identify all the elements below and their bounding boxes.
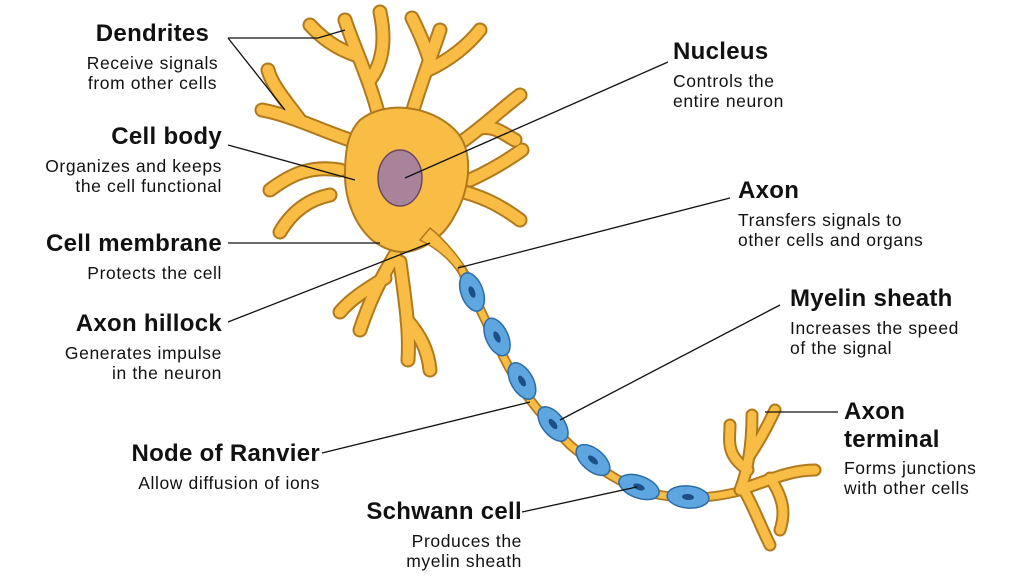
- node-of-ranvier-desc: Allow diffusion of ions: [60, 473, 320, 493]
- schwann-cell-title: Schwann cell: [366, 498, 522, 525]
- schwann-cell-desc-line: Produces the: [411, 530, 522, 551]
- label-cell-membrane: Cell membrane Protects the cell: [0, 230, 222, 283]
- label-axon-hillock: Axon hillock Generates impulse in the ne…: [0, 310, 222, 383]
- myelin-sheath: [458, 272, 710, 509]
- cell-body-desc: Organizes and keeps the cell functional: [0, 156, 222, 196]
- dendrites: [254, 4, 530, 378]
- cell-membrane-desc-line: Protects the cell: [87, 262, 222, 283]
- axon-hillock-title: Axon hillock: [75, 310, 222, 337]
- axon-terminal-title-line: terminal: [844, 425, 940, 453]
- myelin-sheath-title: Myelin sheath: [790, 285, 953, 312]
- axon-hillock-desc-line: Generates impulse: [64, 342, 222, 363]
- axon-desc-line: other cells and organs: [738, 229, 924, 250]
- axon-terminal-desc-line: Forms junctions: [844, 458, 977, 479]
- schwann-cell: [458, 272, 486, 312]
- cell-body-desc-line: Organizes and keeps: [45, 155, 222, 176]
- leader-myelin: [559, 304, 781, 421]
- axon-title: Axon: [738, 177, 800, 204]
- schwann-cell: [618, 473, 660, 501]
- label-axon: Axon Transfers signals to other cells an…: [738, 177, 1008, 250]
- leader-node: [321, 401, 531, 454]
- axon-desc: Transfers signals to other cells and org…: [738, 210, 1008, 250]
- cell-membrane-title: Cell membrane: [46, 230, 222, 257]
- leader-lines: [227, 29, 838, 513]
- label-dendrites: Dendrites Receive signals from other cel…: [50, 20, 255, 93]
- label-cell-body: Cell body Organizes and keeps the cell f…: [0, 123, 222, 196]
- leader-axon: [457, 197, 731, 269]
- axon-terminal-desc-line: with other cells: [844, 478, 970, 499]
- dendrites-desc-line: from other cells: [87, 72, 218, 93]
- cell-body-title: Cell body: [111, 123, 222, 150]
- myelin-sheath-desc-line: of the signal: [790, 337, 893, 358]
- schwann-cell: [575, 443, 611, 477]
- leader-nucleus: [404, 61, 669, 179]
- dendrites-title: Dendrites: [95, 20, 210, 47]
- nucleus-title: Nucleus: [673, 38, 769, 65]
- axon-desc-line: Transfers signals to: [738, 209, 903, 230]
- node-of-ranvier-desc-line: Allow diffusion of ions: [138, 472, 320, 493]
- label-axon-terminal: Axon terminal Forms junctions with other…: [844, 398, 1014, 498]
- leader-axon-hillock: [227, 242, 431, 323]
- schwann-cell-desc: Produces the myelin sheath: [300, 531, 522, 571]
- nucleus-desc: Controls the entire neuron: [673, 71, 893, 111]
- schwann-cell: [507, 362, 537, 400]
- leader-dendrites-2: [227, 37, 286, 111]
- schwann-cell: [537, 406, 569, 442]
- axon-hillock-desc: Generates impulse in the neuron: [0, 343, 222, 383]
- label-schwann-cell: Schwann cell Produces the myelin sheath: [300, 498, 522, 571]
- cell-body-desc-line: the cell functional: [75, 175, 222, 196]
- nucleus-shape: [377, 149, 423, 207]
- leader-schwann: [521, 486, 638, 513]
- leader-cell-body: [227, 144, 356, 181]
- node-of-ranvier-title: Node of Ranvier: [131, 440, 320, 467]
- label-nucleus: Nucleus Controls the entire neuron: [673, 38, 893, 111]
- dendrites-desc: Receive signals from other cells: [50, 53, 255, 93]
- leader-dendrites: [228, 29, 346, 39]
- axon-terminal-desc: Forms junctions with other cells: [844, 458, 1014, 498]
- nucleus-desc-line: entire neuron: [673, 90, 784, 111]
- myelin-sheath-desc-line: Increases the speed: [790, 317, 960, 338]
- axon-terminal: [723, 403, 822, 552]
- nucleus-desc-line: Controls the: [673, 70, 775, 91]
- axon-hillock-desc-line: in the neuron: [112, 362, 222, 383]
- schwann-cell: [483, 317, 511, 357]
- dendrites-desc-line: Receive signals: [86, 52, 219, 73]
- label-myelin-sheath: Myelin sheath Increases the speed of the…: [790, 285, 1012, 358]
- schwann-cell: [666, 485, 710, 509]
- cell-membrane-desc: Protects the cell: [0, 263, 222, 283]
- label-node-of-ranvier: Node of Ranvier Allow diffusion of ions: [60, 440, 320, 493]
- schwann-cell-desc-line: myelin sheath: [406, 550, 522, 571]
- axon-terminal-title-line: Axon: [844, 398, 906, 425]
- myelin-sheath-desc: Increases the speed of the signal: [790, 318, 1012, 358]
